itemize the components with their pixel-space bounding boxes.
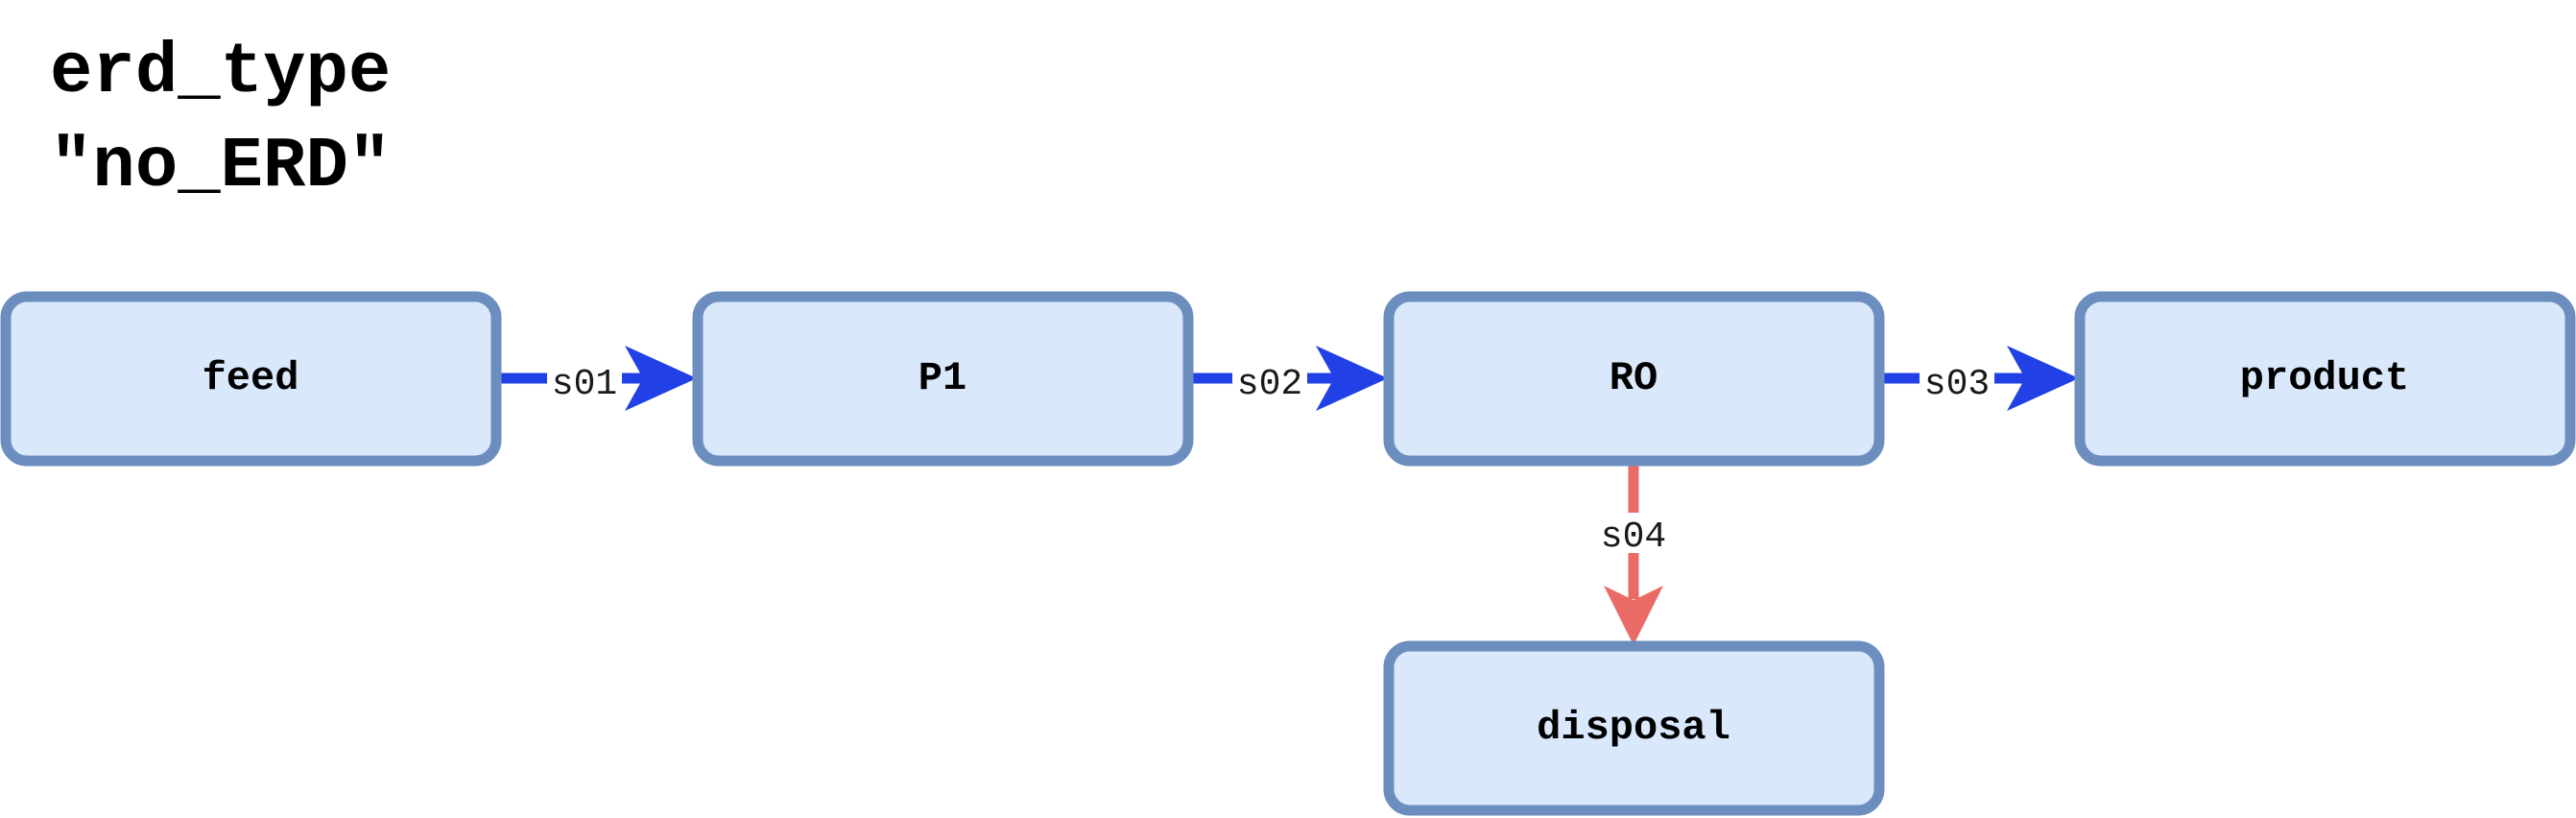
node-disposal-label: disposal xyxy=(1537,705,1730,751)
node-p1[interactable]: P1 xyxy=(692,291,1194,467)
node-feed[interactable]: feed xyxy=(0,291,502,467)
node-ro-box[interactable] xyxy=(1383,291,1885,467)
edge-s03-arrowhead xyxy=(2007,346,2079,411)
edge-s04-label-bg xyxy=(1596,513,1671,553)
node-p1-label: P1 xyxy=(918,355,966,401)
node-product-box[interactable] xyxy=(2074,291,2576,467)
edge-s04-arrowhead xyxy=(1604,586,1663,645)
edge-s02-label-bg xyxy=(1232,359,1307,399)
edge-s04-label: s04 xyxy=(1601,517,1666,558)
edge-s02-label: s02 xyxy=(1237,364,1302,405)
node-feed-label: feed xyxy=(203,355,299,401)
node-ro-label: RO xyxy=(1610,355,1658,401)
edge-s01-label: s01 xyxy=(552,364,617,405)
node-p1-box[interactable] xyxy=(692,291,1194,467)
node-product-label: product xyxy=(2240,355,2409,401)
edge-s03-label: s03 xyxy=(1924,364,1990,405)
edge-s01-arrowhead xyxy=(625,346,697,411)
edge-s03-label-bg xyxy=(1920,359,1994,399)
diagram-title-line-1: erd_type xyxy=(50,33,391,113)
edge-labels: s01 s02 s03 s04 xyxy=(547,359,1994,558)
node-product[interactable]: product xyxy=(2074,291,2576,467)
node-disposal-box[interactable] xyxy=(1383,640,1885,816)
diagram-title-line-2: "no_ERD" xyxy=(50,127,391,207)
node-disposal[interactable]: disposal xyxy=(1383,640,1885,816)
edge-s01-label-bg xyxy=(547,359,622,399)
edge-s02-arrowhead xyxy=(1316,346,1388,411)
node-ro[interactable]: RO xyxy=(1383,291,1885,467)
node-feed-box[interactable] xyxy=(0,291,502,467)
